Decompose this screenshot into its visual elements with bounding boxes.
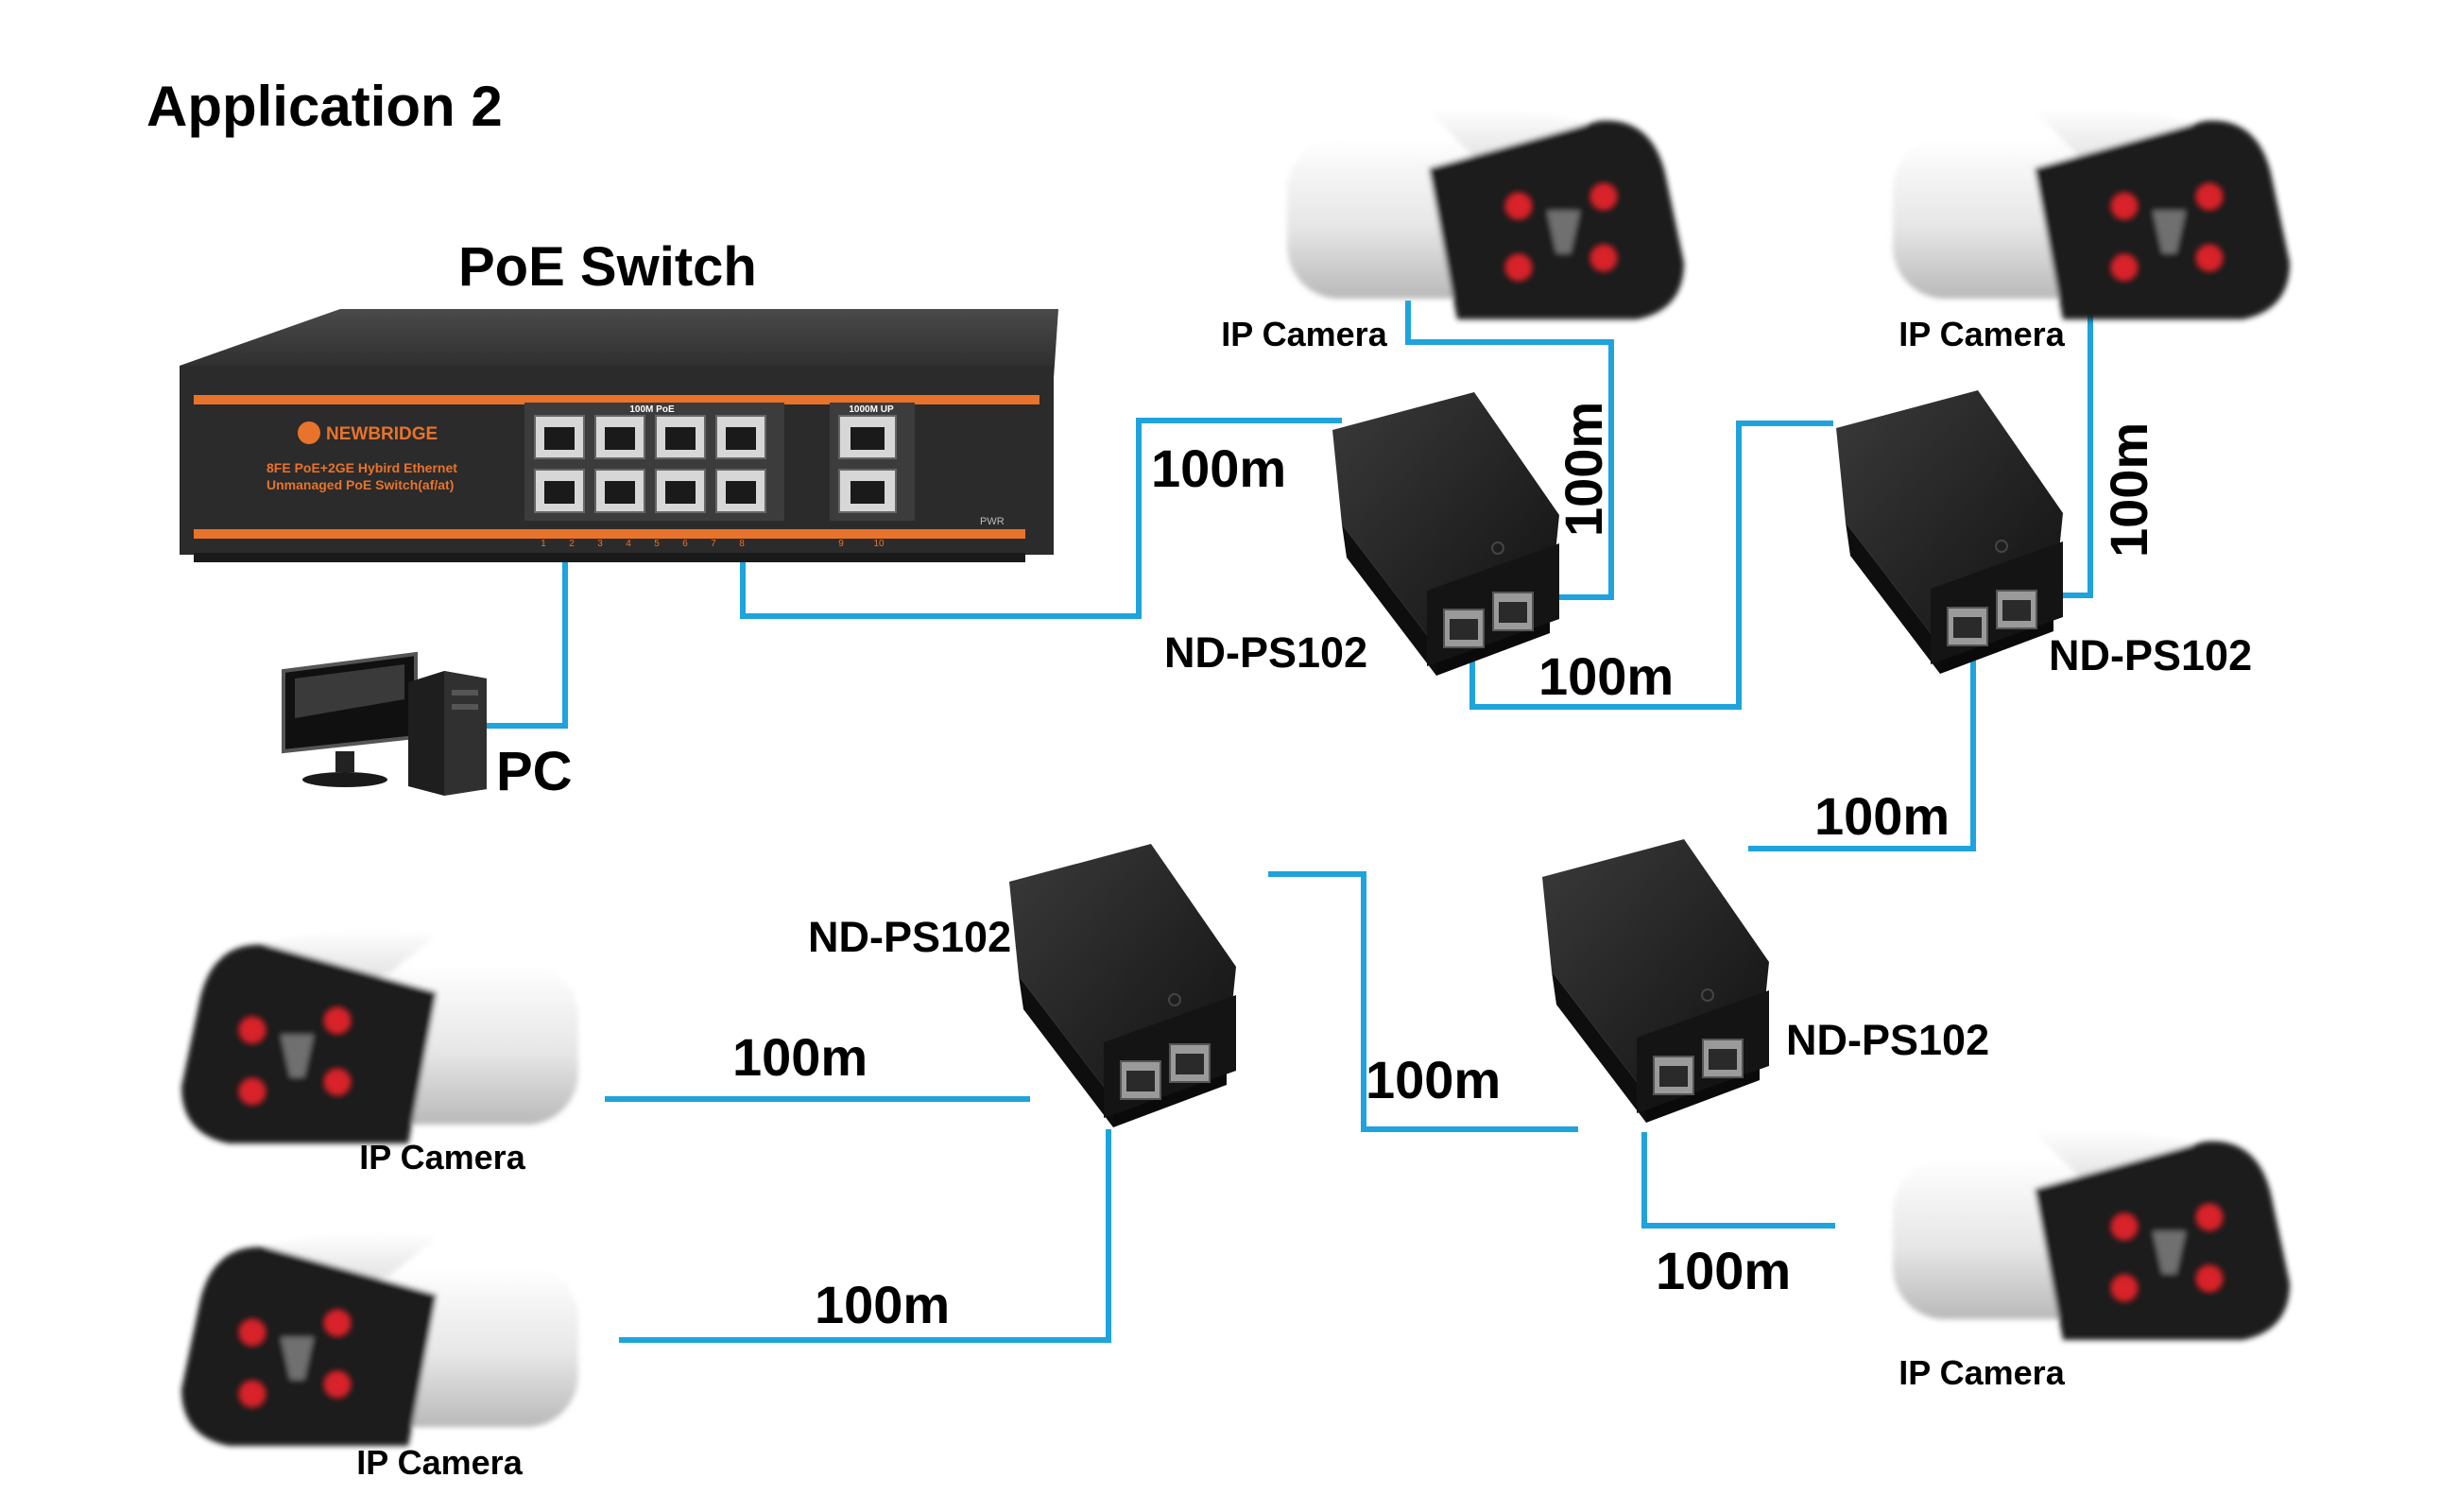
brand-logo-icon <box>298 421 320 444</box>
ip-camera-1 <box>1287 108 1684 320</box>
pc-label: PC <box>496 741 573 802</box>
poe-port-group-label: 100M PoE <box>629 404 675 415</box>
extender-4 <box>1008 843 1237 1128</box>
uplink-number-10: 10 <box>873 539 885 549</box>
ip-camera-3-label: IP Camera <box>359 1138 525 1177</box>
ip-camera-1-label: IP Camera <box>1221 315 1387 353</box>
port-number-1: 1 <box>541 539 546 549</box>
ip-camera-2 <box>1893 108 2290 320</box>
distance-label-9: 100m <box>1656 1241 1791 1300</box>
port-number-8: 8 <box>739 539 745 549</box>
pc-icon <box>282 651 487 796</box>
cable-extender-2-to-camera-2 <box>2053 301 2093 598</box>
distance-label-8: 100m <box>815 1275 950 1334</box>
cable-extender-3-to-camera-5 <box>1641 1132 1835 1228</box>
extender-1-label: ND-PS102 <box>1164 628 1367 677</box>
distance-label-3: 100m <box>1538 646 1674 706</box>
uplink-port-group-label: 1000M UP <box>849 404 894 415</box>
page-title: Application 2 <box>146 75 503 138</box>
switch-description-line-1: 8FE PoE+2GE Hybird Ethernet <box>266 460 457 475</box>
ip-camera-5-label: IP Camera <box>1899 1353 2065 1392</box>
ip-camera-3 <box>181 929 578 1143</box>
cable-switch-to-extender-1 <box>740 418 1342 619</box>
port-number-3: 3 <box>597 539 603 549</box>
poe-switch: 100M PoE 1000M UP NEWBRIDGE 8FE PoE+2GE … <box>180 309 1058 562</box>
distance-label-2: 100m <box>1554 402 1613 537</box>
distance-label-7: 100m <box>732 1027 868 1087</box>
cable-extender-1-to-camera-1 <box>1405 301 1614 600</box>
pwr-indicator-label: PWR <box>980 516 1005 527</box>
distance-label-4: 100m <box>2099 422 2158 558</box>
ip-camera-4-label: IP Camera <box>356 1443 523 1482</box>
distance-label-6: 100m <box>1366 1050 1501 1109</box>
port-number-7: 7 <box>711 539 716 549</box>
extender-2-label: ND-PS102 <box>2049 631 2252 679</box>
cable-switch-to-pc <box>482 558 568 729</box>
distance-label-5: 100m <box>1814 786 1950 846</box>
ip-camera-2-label: IP Camera <box>1899 315 2065 353</box>
port-number-5: 5 <box>654 539 660 549</box>
ip-camera-4 <box>181 1231 578 1446</box>
port-number-4: 4 <box>626 539 631 549</box>
switch-description-line-2: Unmanaged PoE Switch(af/at) <box>266 477 454 492</box>
ip-camera-5 <box>1893 1128 2290 1340</box>
poe-switch-label: PoE Switch <box>458 236 757 298</box>
distance-label-1: 100m <box>1151 438 1286 498</box>
extender-3 <box>1541 838 1770 1124</box>
cable-extender-4-to-camera-4 <box>619 1129 1111 1343</box>
brand-name: NEWBRIDGE <box>326 424 438 444</box>
port-number-2: 2 <box>569 539 575 549</box>
extender-4-label: ND-PS102 <box>808 913 1011 961</box>
cable-extender-1-to-extender-2 <box>1469 421 1833 710</box>
cable-extender-2-to-extender-3 <box>1748 643 1976 851</box>
cable-extender-3-to-extender-4 <box>1268 871 1578 1132</box>
port-number-6: 6 <box>682 539 688 549</box>
extender-3-label: ND-PS102 <box>1786 1016 1989 1064</box>
extender-2 <box>1835 389 2064 675</box>
uplink-number-9: 9 <box>838 539 844 549</box>
